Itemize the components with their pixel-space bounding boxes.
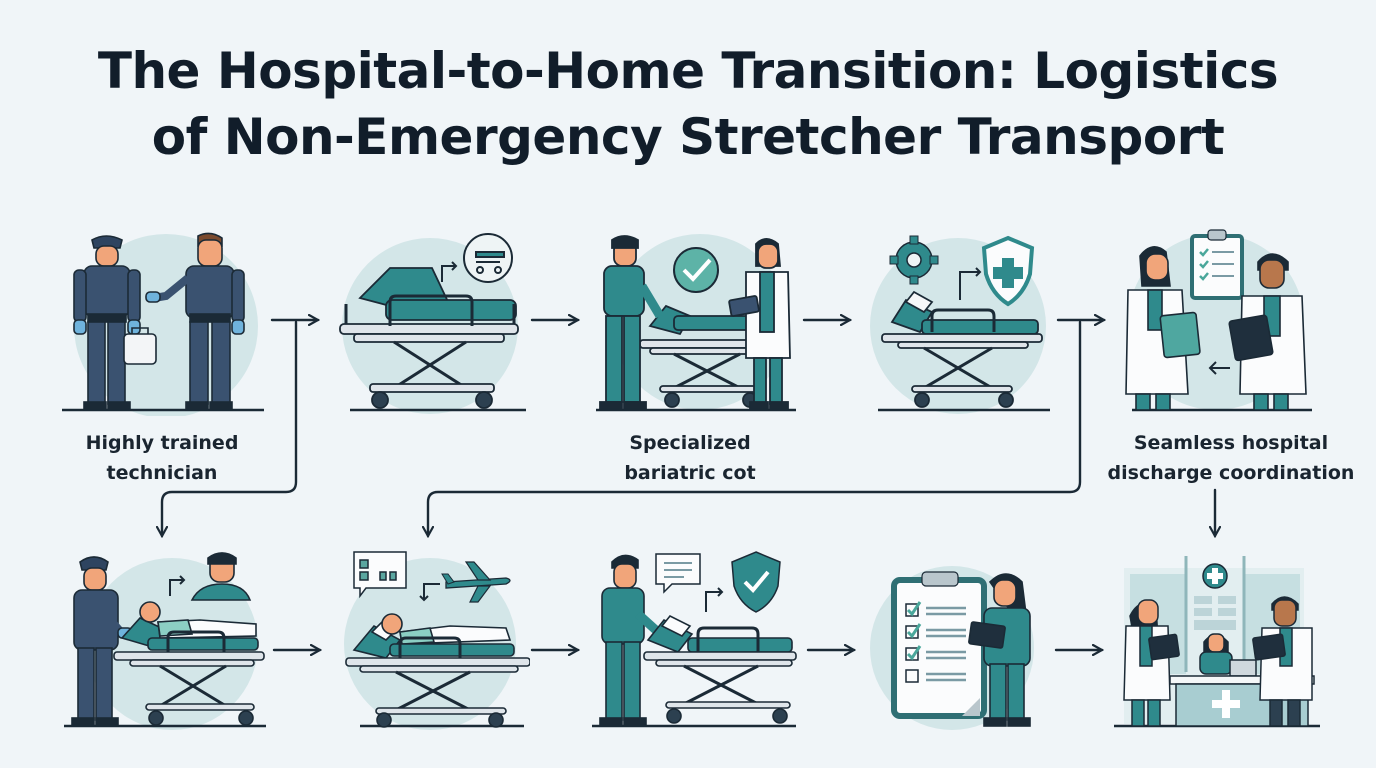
clipboard-checklist-icon (1190, 229, 1244, 300)
caption-technician-line1: Highly trained (85, 432, 239, 454)
page-title: The Hospital-to-Home Transition: Logisti… (0, 38, 1376, 170)
waiting-nurse-icon (190, 552, 252, 601)
technician-left-icon (73, 235, 157, 411)
airplane-icon (441, 561, 511, 603)
stretcher-icon (643, 614, 797, 724)
chat-building-icon (353, 551, 407, 599)
scene-safety (862, 226, 1052, 416)
check-badge-icon (673, 247, 719, 293)
title-line-1: The Hospital-to-Home Transition: Logisti… (97, 42, 1279, 100)
caption-discharge-line2: discharge coordination (1107, 462, 1355, 484)
caption-technician-line2: technician (106, 462, 218, 484)
scene-discharge (1112, 226, 1322, 416)
patient-on-stretcher-icon (345, 613, 530, 728)
caption-discharge-line1: Seamless hospital (1133, 432, 1329, 454)
cot-badge-icon (441, 233, 513, 283)
scene-technicians (58, 226, 268, 416)
nurse-icon (968, 573, 1031, 727)
technician-pushing-icon (71, 556, 133, 727)
scene-bariatric-cot (590, 226, 800, 416)
patient-on-stretcher-icon (113, 601, 265, 726)
scene-stretcher (330, 226, 530, 416)
stretcher-icon (881, 290, 1043, 408)
shield-plus-icon (981, 235, 1035, 307)
caption-bariatric-line2: bariatric cot (624, 462, 756, 484)
doctors-icon (1125, 246, 1307, 411)
chat-bubble-icon (655, 553, 701, 594)
receptionist-icon (1199, 633, 1257, 677)
cot-with-nurse-icon (599, 235, 791, 410)
reception-desk-icon (1169, 675, 1315, 727)
scene-patient-transport (330, 540, 530, 732)
technician-right-icon (145, 232, 245, 411)
scene-communication (588, 548, 800, 732)
nurse-pushing-icon (599, 554, 662, 727)
title-line-2: of Non-Emergency Stretcher Transport (151, 108, 1225, 166)
gear-icon (889, 235, 939, 285)
scene-patient-loading (60, 548, 270, 732)
checklist-clipboard-icon (891, 571, 987, 719)
caption-bariatric-cot: Specialized bariatric cot (590, 428, 790, 488)
doctors-icon (1123, 596, 1313, 727)
caption-discharge: Seamless hospital discharge coordination (1100, 428, 1362, 488)
stretcher-icon (339, 267, 519, 409)
scene-checklist (866, 552, 1046, 732)
scene-reception (1114, 552, 1320, 732)
caption-bariatric-line1: Specialized (629, 432, 751, 454)
caption-technician: Highly trained technician (62, 428, 262, 488)
shield-check-icon (731, 551, 781, 613)
